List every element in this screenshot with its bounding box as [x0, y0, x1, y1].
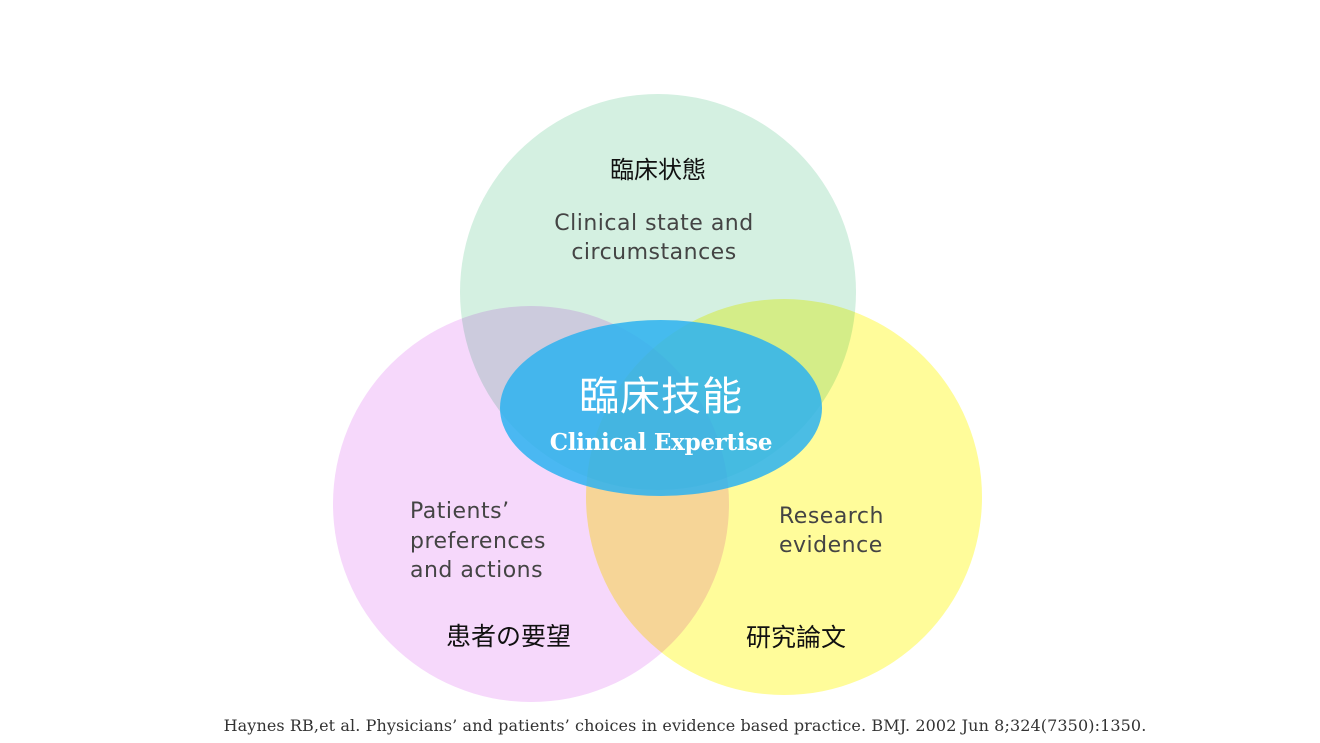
research-evidence-label-jp: 研究論文	[746, 623, 847, 652]
clinical-state-label-en-line: Clinical state and	[554, 211, 754, 236]
patient-preferences-label-en-line: preferences	[410, 528, 546, 554]
clinical-expertise-label-en: Clinical Expertise	[549, 429, 773, 456]
patient-preferences-label-en-line: and actions	[410, 558, 544, 583]
clinical-state-label-en: Clinical state and circumstances	[520, 209, 788, 267]
patient-preferences-label-en-line: Patients’	[410, 499, 510, 524]
clinical-state-label-jp: 臨床状態	[610, 156, 706, 184]
clinical-expertise-label-jp: 臨床技能	[579, 374, 743, 420]
citation: Haynes RB,et al. Physicians’ and patient…	[223, 716, 1147, 735]
clinical-expertise-ellipse	[500, 320, 822, 496]
clinical-state-label-en-line: circumstances	[571, 240, 737, 265]
patient-preferences-label-jp: 患者の要望	[446, 622, 572, 651]
research-evidence-label-en-line: evidence	[779, 533, 883, 558]
research-evidence-label-en: Research evidence	[779, 502, 884, 560]
patient-preferences-label-en: Patients’ preferences and actions	[410, 497, 546, 586]
research-evidence-label-en-line: Research	[779, 504, 884, 529]
